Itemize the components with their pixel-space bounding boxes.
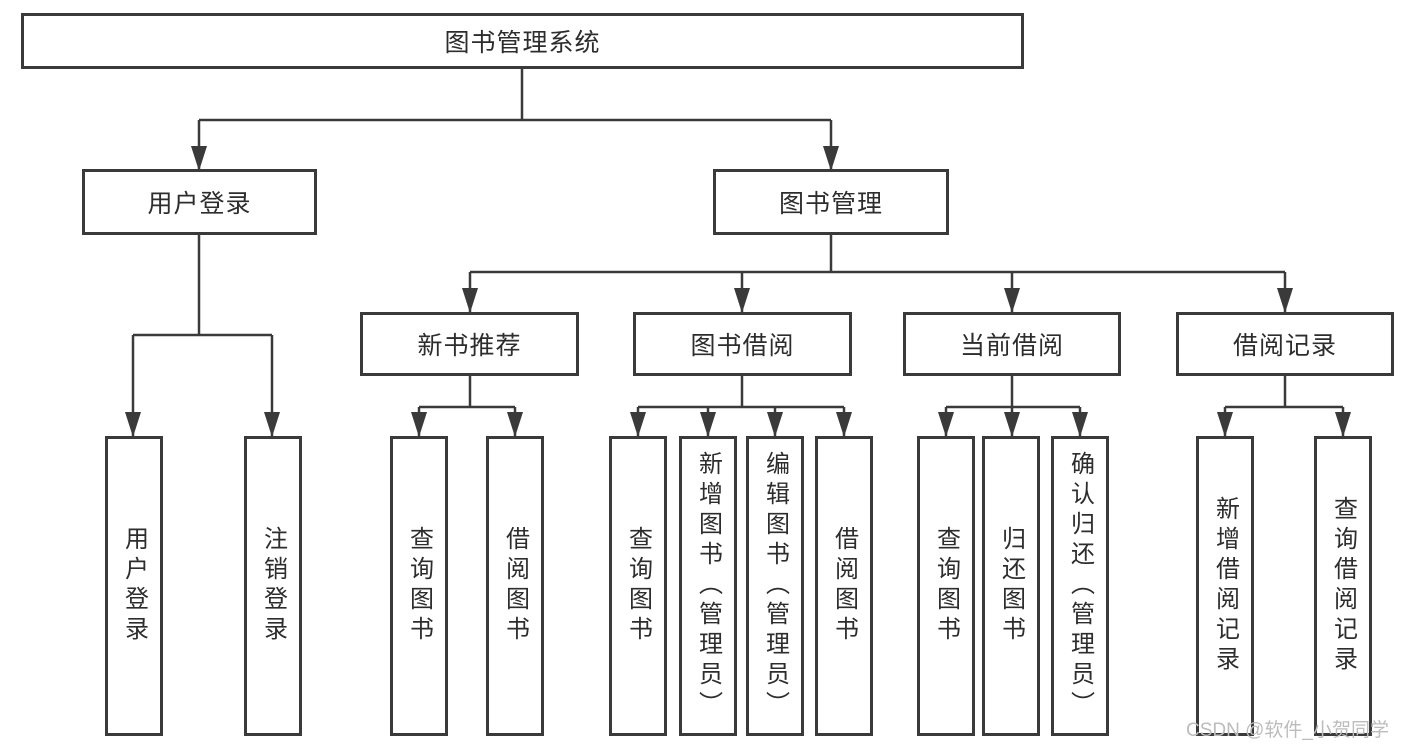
arrowhead-icon <box>938 412 954 437</box>
arrowhead-icon <box>507 412 523 437</box>
leaf-query-books: 查询图书 <box>609 436 667 736</box>
arrowhead-icon <box>462 288 478 313</box>
node-user-login: 用户登录 <box>82 169 317 235</box>
arrowhead-icon <box>630 412 646 437</box>
leaf-edit-books-admin: 编辑图书（管理员） <box>746 436 804 736</box>
arrowhead-icon <box>700 412 716 437</box>
node-book-borrow: 图书借阅 <box>633 312 852 376</box>
arrowhead-icon <box>125 412 141 437</box>
arrowhead-icon <box>1217 412 1233 437</box>
leaf-logout-login: 注销登录 <box>244 436 302 736</box>
arrowhead-icon <box>767 412 783 437</box>
arrowhead-icon <box>1335 412 1351 437</box>
leaf-user-login: 用户登录 <box>105 436 163 736</box>
arrowhead-icon <box>1072 412 1088 437</box>
arrowhead-icon <box>1004 412 1020 437</box>
arrowhead-icon <box>823 146 839 171</box>
arrowhead-icon <box>264 412 280 437</box>
leaf-add-books-admin: 新增图书（管理员） <box>679 436 737 736</box>
leaf-confirm-return-admin: 确认归还（管理员） <box>1051 436 1109 736</box>
node-book-management: 图书管理 <box>713 169 949 235</box>
leaf-borrow-books: 借阅图书 <box>486 436 544 736</box>
connector-paths <box>131 69 1345 436</box>
arrowhead-icon <box>1277 288 1293 313</box>
node-new-book-recommend: 新书推荐 <box>360 312 579 376</box>
leaf-query-books: 查询图书 <box>917 436 975 736</box>
node-borrow-records: 借阅记录 <box>1176 312 1394 376</box>
node-root-system: 图书管理系统 <box>21 13 1024 69</box>
leaf-borrow-books: 借阅图书 <box>815 436 873 736</box>
leaf-return-books: 归还图书 <box>982 436 1040 736</box>
leaf-add-borrow-record: 新增借阅记录 <box>1196 436 1254 736</box>
watermark: CSDN @软件_小贺同学 <box>1186 720 1389 741</box>
leaf-query-borrow-record: 查询借阅记录 <box>1314 436 1372 736</box>
node-current-borrow: 当前借阅 <box>903 312 1121 376</box>
leaf-query-books: 查询图书 <box>390 436 448 736</box>
arrowhead-icon <box>411 412 427 437</box>
arrowhead-icon <box>836 412 852 437</box>
arrowhead-icon <box>1004 288 1020 313</box>
arrowhead-icon <box>734 288 750 313</box>
arrowheads <box>125 146 1351 437</box>
arrowhead-icon <box>191 146 207 171</box>
